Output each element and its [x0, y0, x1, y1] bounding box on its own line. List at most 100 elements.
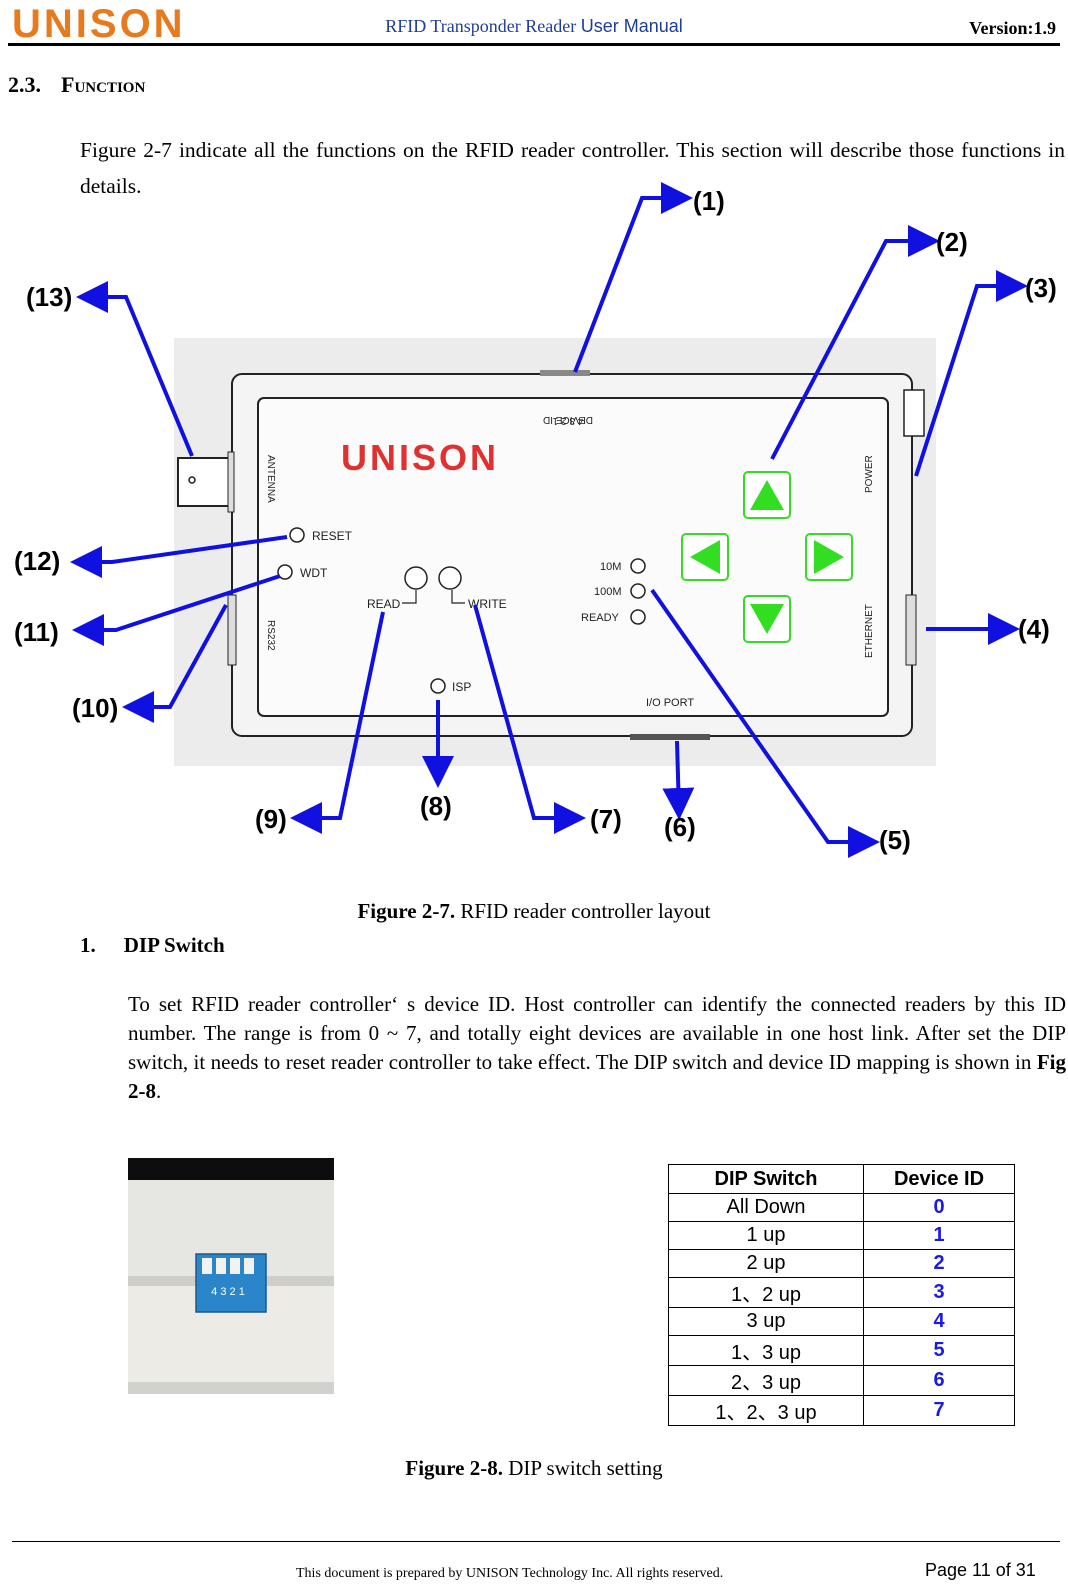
wdt-led: [277, 564, 293, 580]
callout-1: (1): [693, 186, 725, 216]
id-cell: 1: [863, 1221, 1015, 1250]
io-port-label: I/O PORT: [646, 697, 694, 709]
rs232-port: [227, 594, 237, 666]
wdt-label: WDT: [300, 566, 328, 580]
isp-label: ISP: [452, 680, 471, 694]
dip-switch-heading: 1. DIP Switch: [80, 933, 225, 958]
id-cell: 7: [863, 1395, 1015, 1426]
read-label: READ: [367, 597, 401, 611]
id-cell: 0: [863, 1193, 1015, 1222]
arrow-1: [573, 182, 693, 373]
controller-panel: [257, 397, 889, 717]
callout-6: (6): [664, 812, 696, 842]
dip-cell: 3 up: [668, 1307, 864, 1336]
dip-cell: 2、3 up: [668, 1365, 864, 1396]
down-arrow-icon: [750, 604, 784, 634]
callout-12: (12): [14, 546, 60, 576]
dip-para-end: .: [156, 1079, 162, 1103]
led-ready: [630, 609, 646, 625]
header-rule: [8, 43, 1060, 46]
led-leader-lines: [402, 590, 465, 604]
power-jack: [903, 389, 925, 437]
dip-para-text: To set RFID reader controller‘ s device …: [128, 992, 1066, 1074]
table-header-row: DIP Switch Device ID: [668, 1164, 1015, 1194]
callout-9: (9): [255, 804, 287, 834]
power-label: POWER: [864, 455, 875, 493]
figure-2-7-caption-text: RFID reader controller layout: [460, 899, 711, 923]
reset-label: RESET: [312, 529, 353, 543]
write-label: WRITE: [468, 597, 507, 611]
arrow-12: [70, 535, 288, 578]
ethernet-label: ETHERNET: [864, 604, 875, 658]
dip-cell: All Down: [668, 1193, 864, 1222]
figure-2-8-caption: Figure 2-8. DIP switch setting: [0, 1456, 1068, 1481]
id-cell: 4: [863, 1307, 1015, 1336]
section-title: Function: [61, 72, 146, 97]
dip-switch-window: [540, 370, 590, 376]
arrow-9: [290, 611, 385, 834]
callout-7: (7): [590, 804, 622, 834]
dip-para-ref: Fig 2-8: [128, 1050, 1067, 1103]
arrow-7: [473, 604, 586, 834]
section-number: 2.3.: [8, 72, 41, 97]
figure-2-7-caption-bold: Figure 2-7.: [357, 899, 456, 923]
title-serif: RFID Transponder Reader: [385, 16, 577, 36]
arrow-3: [914, 270, 1028, 477]
figure-2-8-caption-bold: Figure 2-8.: [405, 1456, 503, 1480]
item-number: 1.: [80, 933, 96, 957]
read-led: [404, 566, 428, 590]
callout-10: (10): [72, 693, 118, 723]
arrow-11: [72, 574, 281, 646]
dip-photo-digits: 4 3 2 1: [211, 1286, 245, 1298]
ethernet-port: [905, 594, 917, 666]
callout-arrows: [70, 182, 1028, 858]
write-led: [438, 566, 462, 590]
arrow-5: [650, 588, 880, 858]
item-title: DIP Switch: [123, 933, 225, 957]
led-10m-label: 10M: [600, 561, 621, 573]
dip-cell: 1、3 up: [668, 1335, 864, 1366]
title-sans: User Manual: [580, 16, 683, 36]
antenna-connector-hole: [188, 476, 196, 484]
antenna-connector: [177, 457, 231, 507]
id-cell: 5: [863, 1335, 1015, 1366]
dip-cell: 1、2 up: [668, 1277, 864, 1308]
figure-2-8-caption-text: DIP switch setting: [508, 1456, 663, 1480]
header-device-id: Device ID: [863, 1164, 1015, 1194]
up-arrow-icon: [750, 480, 784, 510]
dip-switch-photo: 4 3 2 1: [128, 1158, 334, 1394]
callout-4: (4): [1018, 614, 1050, 644]
reset-button: [289, 527, 305, 543]
callout-11: (11): [14, 617, 59, 647]
id-cell: 3: [863, 1277, 1015, 1308]
rs232-label: RS232: [265, 620, 276, 651]
dip-switch-paragraph: To set RFID reader controller‘ s device …: [128, 990, 1066, 1106]
header-dip-switch: DIP Switch: [668, 1164, 864, 1194]
dip-cell: 2 up: [668, 1249, 864, 1278]
right-arrow-icon: [814, 540, 844, 574]
panel-logo: UNISON: [341, 437, 499, 478]
antenna-label: ANTENNA: [265, 455, 276, 503]
device-id-label: DEVICE ID: [543, 414, 593, 425]
version-label: Version:1.9: [969, 18, 1056, 38]
callout-8: (8): [420, 791, 452, 821]
callout-3: (3): [1025, 273, 1057, 303]
callout-2: (2): [936, 227, 968, 257]
arrow-10: [122, 604, 228, 723]
controller-layout-figure: 4 3 2 1 DEVICE ID UNISON ANTENNA RS232 P…: [14, 182, 1057, 858]
arrow-6: [662, 740, 695, 820]
figure-2-7-caption: Figure 2-7. RFID reader controller layou…: [0, 899, 1068, 924]
arrow-13: [76, 281, 194, 457]
dip-cell: 1 up: [668, 1221, 864, 1250]
section-heading: 2.3. Function: [8, 72, 145, 98]
footer-rule: [12, 1541, 1060, 1542]
left-arrow-icon: [690, 540, 720, 574]
dip-digits-label: 4 3 2 1: [552, 415, 583, 426]
led-100m-label: 100M: [594, 586, 622, 598]
